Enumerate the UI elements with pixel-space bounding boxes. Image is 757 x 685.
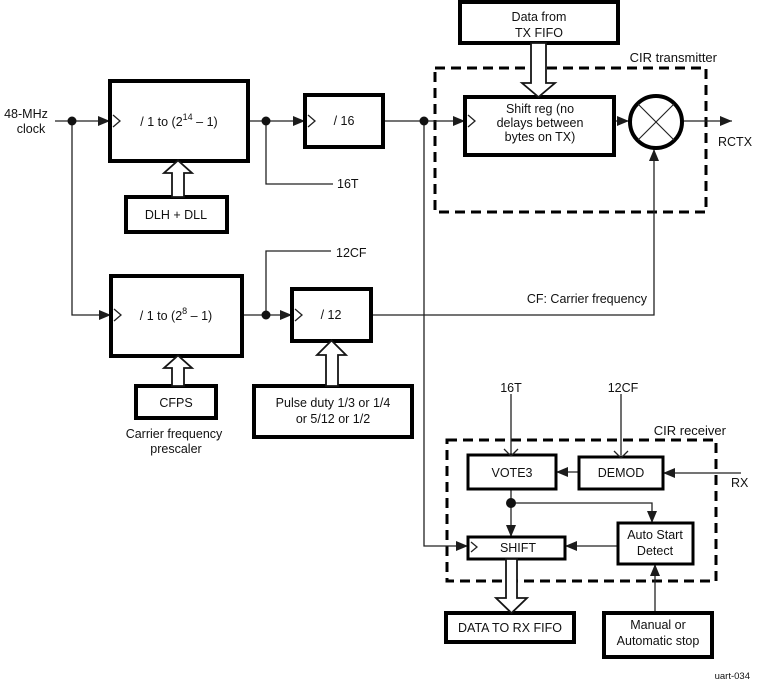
demod-box — [577, 455, 665, 491]
shift-reg-label-line2: delays between — [497, 116, 584, 130]
rctx-label: RCTX — [718, 135, 753, 149]
prescaler2-label: / 1 to (28 – 1) — [140, 306, 212, 323]
demod-label: DEMOD — [598, 466, 645, 480]
vote3-label: VOTE3 — [492, 466, 533, 480]
prescaler1-clock-chevron-icon — [112, 114, 121, 128]
clock-junction-dot — [67, 116, 77, 126]
tx-fifo-label-line1: Data from — [512, 10, 567, 24]
recv-12cf-label: 12CF — [608, 381, 639, 395]
vote3-out-junction-dot — [506, 498, 516, 508]
auto-start-label-line2: Detect — [637, 544, 674, 558]
prescaler2-clock-chevron-icon — [113, 308, 122, 322]
prescaler1-box — [108, 79, 250, 163]
data-rx-fifo-box — [444, 611, 576, 644]
div16-clock-chevron-icon — [307, 114, 316, 128]
dlhdll-to-prescaler1-block-arrow — [161, 159, 195, 198]
modulator-icon — [628, 94, 684, 150]
cir-receiver-title: CIR receiver — [654, 423, 727, 438]
clock-label-line1: 48-MHz — [4, 107, 48, 121]
baud-rail-to-shift-wire — [423, 121, 468, 551]
shift-clock-chevron-icon — [470, 541, 479, 553]
clock-label-line2: clock — [17, 122, 46, 136]
cfps-label: CFPS — [159, 396, 192, 410]
tx-fifo-box — [458, 0, 620, 45]
txfifo-to-shiftreg-block-arrow — [519, 42, 558, 99]
cf-note-label: CF: Carrier frequency — [527, 292, 648, 306]
connector-wires — [55, 116, 741, 613]
shift-label: SHIFT — [500, 541, 536, 555]
manual-stop-box — [602, 611, 714, 659]
pulse-duty-label-line2: or 5/12 or 1/2 — [296, 412, 370, 426]
cir-transmitter-title: CIR transmitter — [630, 50, 718, 65]
div12-clock-chevron-icon — [294, 308, 303, 322]
pulseduty-to-div12-block-arrow — [314, 339, 349, 387]
figure-id-label: uart-034 — [715, 671, 750, 682]
prescaler1-out-junction-dot — [261, 116, 271, 126]
div16-label: / 16 — [334, 114, 355, 128]
cir-transmitter-region — [433, 66, 708, 214]
tap-12cf-wire — [265, 250, 331, 315]
cf-rail-to-modulator-wire — [371, 149, 659, 316]
clock-to-prescaler2-wire — [71, 121, 111, 320]
recv-16t-label: 16T — [500, 381, 522, 395]
shift-reg-label-line3: bytes on TX) — [505, 130, 576, 144]
tap-12cf-label: 12CF — [336, 246, 367, 260]
shift-reg-label-line1: Shift reg (no — [506, 102, 574, 116]
clock-input-chevrons — [112, 114, 629, 553]
div12-label: / 12 — [321, 308, 342, 322]
shift-reg-box — [463, 95, 616, 157]
shiftreg-clock-chevron-icon — [467, 114, 476, 128]
cfps-to-prescaler2-block-arrow — [161, 354, 195, 387]
cfps-caption-line2: prescaler — [150, 442, 201, 456]
vote3-top-chevron-icon — [503, 448, 519, 457]
demod-top-chevron-icon — [613, 450, 629, 459]
dlh-dll-label: DLH + DLL — [145, 208, 207, 222]
junction-dots — [67, 116, 516, 508]
prescaler1-label: / 1 to (214 – 1) — [140, 112, 217, 129]
tap-16t-label: 16T — [337, 177, 359, 191]
dlh-dll-box — [124, 195, 229, 234]
prescaler2-box — [109, 274, 244, 358]
shift-to-rxfifo-block-arrow — [493, 558, 530, 615]
rx-input-label: RX — [731, 476, 749, 490]
div16-out-junction-dot — [419, 116, 429, 126]
tap-16t-wire — [265, 121, 333, 185]
auto-start-detect-box — [616, 521, 695, 566]
div16-box — [303, 93, 385, 149]
pulse-duty-label-line1: Pulse duty 1/3 or 1/4 — [276, 396, 391, 410]
cfps-caption-line1: Carrier frequency — [126, 427, 223, 441]
manual-stop-label-line1: Manual or — [630, 618, 686, 632]
vote3-to-autostart-wire — [511, 502, 657, 523]
prescaler2-out-junction-dot — [261, 310, 271, 320]
tx-fifo-label-line2: TX FIFO — [515, 26, 563, 40]
data-rx-fifo-label: DATA TO RX FIFO — [458, 621, 562, 635]
manual-stop-label-line2: Automatic stop — [617, 634, 700, 648]
auto-start-label-line1: Auto Start — [627, 528, 683, 542]
cir-receiver-region — [445, 438, 718, 583]
div12-box — [290, 287, 373, 343]
